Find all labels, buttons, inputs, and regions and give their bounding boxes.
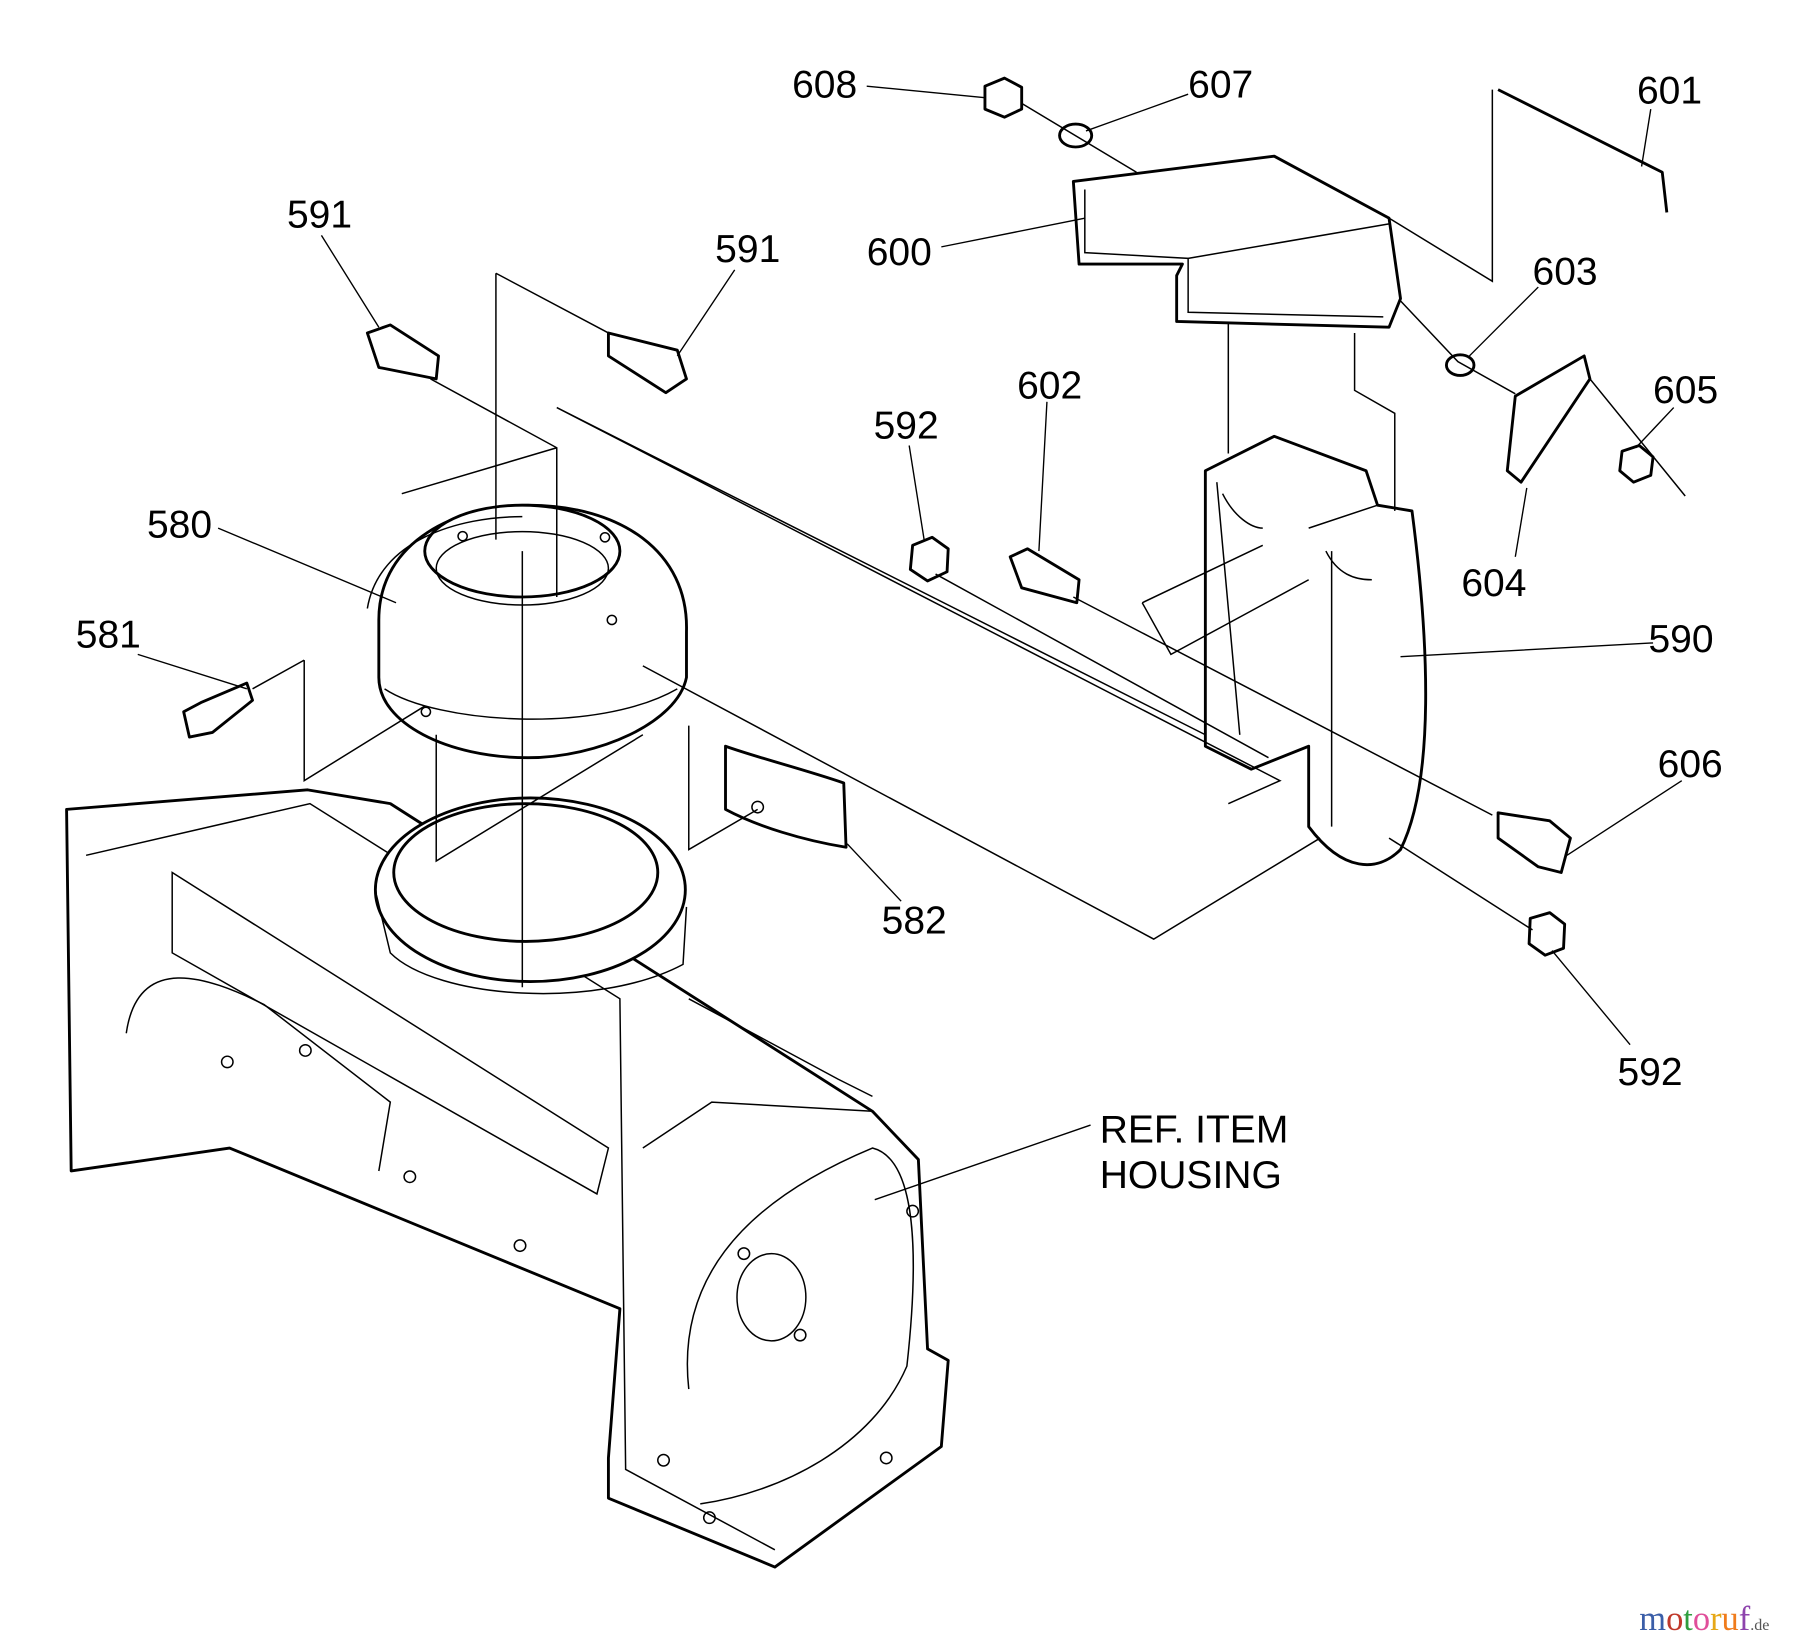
label-600: 600 [867,231,932,274]
label-602: 602 [1017,364,1082,407]
hardware [182,76,1669,957]
label-580: 580 [147,503,212,546]
label-605: 605 [1653,369,1718,412]
label-582: 582 [882,899,947,942]
upper-chute [1203,434,1428,867]
label-581: 581 [76,614,141,657]
label-604: 604 [1461,562,1526,605]
label-603: 603 [1533,251,1598,294]
label-608: 608 [792,64,857,107]
watermark-logo: motoruf.de [1639,1600,1769,1638]
svg-text:motoruf.de: motoruf.de [1639,1600,1769,1638]
label-601: 601 [1637,69,1702,112]
label-591: 591 [715,228,780,271]
ref-item-housing-label: HOUSING [1100,1154,1282,1197]
label-591: 591 [287,193,352,236]
leader-lines [137,85,1683,1201]
label-592: 592 [874,405,939,448]
chute-base [373,796,688,995]
label-606: 606 [1658,743,1723,786]
label-590: 590 [1648,618,1713,661]
label-607: 607 [1188,64,1253,107]
wedge-582 [724,744,848,849]
assembly-lines [252,89,1686,988]
label-592: 592 [1617,1051,1682,1094]
ref-item-label: REF. ITEM [1100,1108,1289,1151]
deflector-600 [1071,154,1402,329]
chute-ring [366,503,688,760]
